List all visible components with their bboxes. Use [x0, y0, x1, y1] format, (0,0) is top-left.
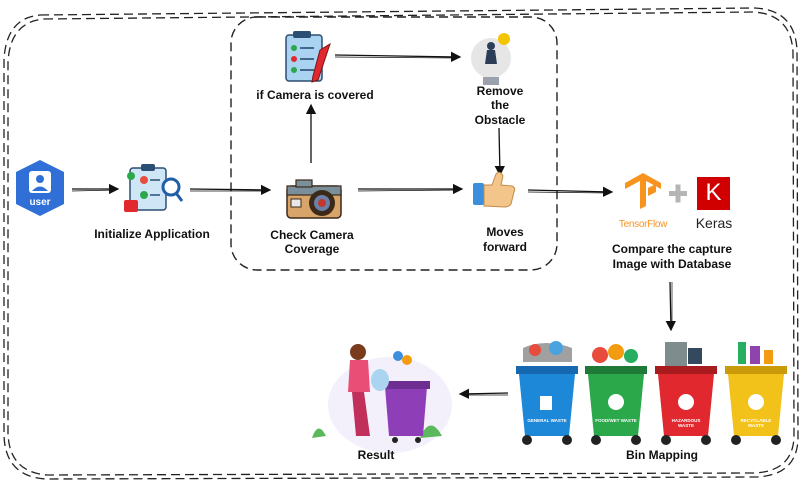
initialize-application-icon — [124, 164, 184, 212]
keras-logo-box — [697, 177, 730, 210]
result-label: Result — [357, 448, 395, 462]
arrow-init-to-camera — [189, 184, 272, 196]
moves-forward-label-line2: forward — [482, 240, 527, 254]
lightbulb-icon — [471, 33, 511, 85]
camera-loop-boundary — [230, 16, 558, 271]
bin-label-hazardous: HAZARDOUS WASTE — [671, 418, 701, 428]
bin-mapping-label: Bin Mapping — [626, 448, 698, 462]
connectors — [71, 51, 677, 400]
checklist-icon — [285, 31, 331, 83]
keras-logo-text: Keras — [695, 215, 733, 231]
bin-label-food: FOOD/WET WASTE — [595, 418, 637, 423]
thumbs-up-icon — [473, 171, 516, 208]
arrow-moves-to-compare — [527, 186, 614, 197]
remove-obstacle-label-line3: Obstacle — [474, 113, 526, 127]
arrow-compare-to-bins — [665, 281, 677, 332]
user-icon-text: user — [29, 197, 51, 208]
bin-label-general: GENERAL WASTE — [527, 418, 567, 423]
waste-bins — [516, 341, 787, 445]
tensorflow-logo-text: TensorFlow — [618, 219, 668, 230]
compare-label-line2: Image with Database — [612, 257, 732, 271]
outer-boundary — [3, 7, 799, 480]
check-camera-label-line1: Check Camera — [270, 228, 354, 242]
food-wet-waste-bin — [585, 344, 647, 445]
keras-logo-letter: K — [705, 179, 722, 206]
camera-icon — [286, 179, 342, 219]
camera-covered-label: if Camera is covered — [256, 88, 374, 102]
recyclable-waste-bin — [725, 342, 787, 445]
general-waste-bin — [516, 341, 578, 445]
remove-obstacle-label-line1: Remove — [476, 84, 524, 98]
arrow-remove-to-moves — [494, 127, 506, 177]
result-illustration — [312, 344, 452, 453]
remove-obstacle-label-line2: the — [491, 98, 509, 112]
moves-forward-label-line1: Moves — [486, 225, 524, 239]
check-camera-label-line2: Coverage — [284, 242, 340, 256]
user-icon — [16, 160, 64, 216]
initialize-application-label: Initialize Application — [94, 227, 210, 241]
plus-icon — [669, 184, 687, 203]
arrow-bins-to-result — [458, 388, 509, 400]
bin-label-recyclable: RECYCLABLE WASTE — [740, 418, 772, 428]
tensorflow-logo — [625, 173, 661, 209]
hazardous-waste-bin — [655, 342, 717, 445]
compare-label-line1: Compare the capture — [611, 242, 733, 256]
arrow-covered-to-remove — [334, 51, 462, 63]
